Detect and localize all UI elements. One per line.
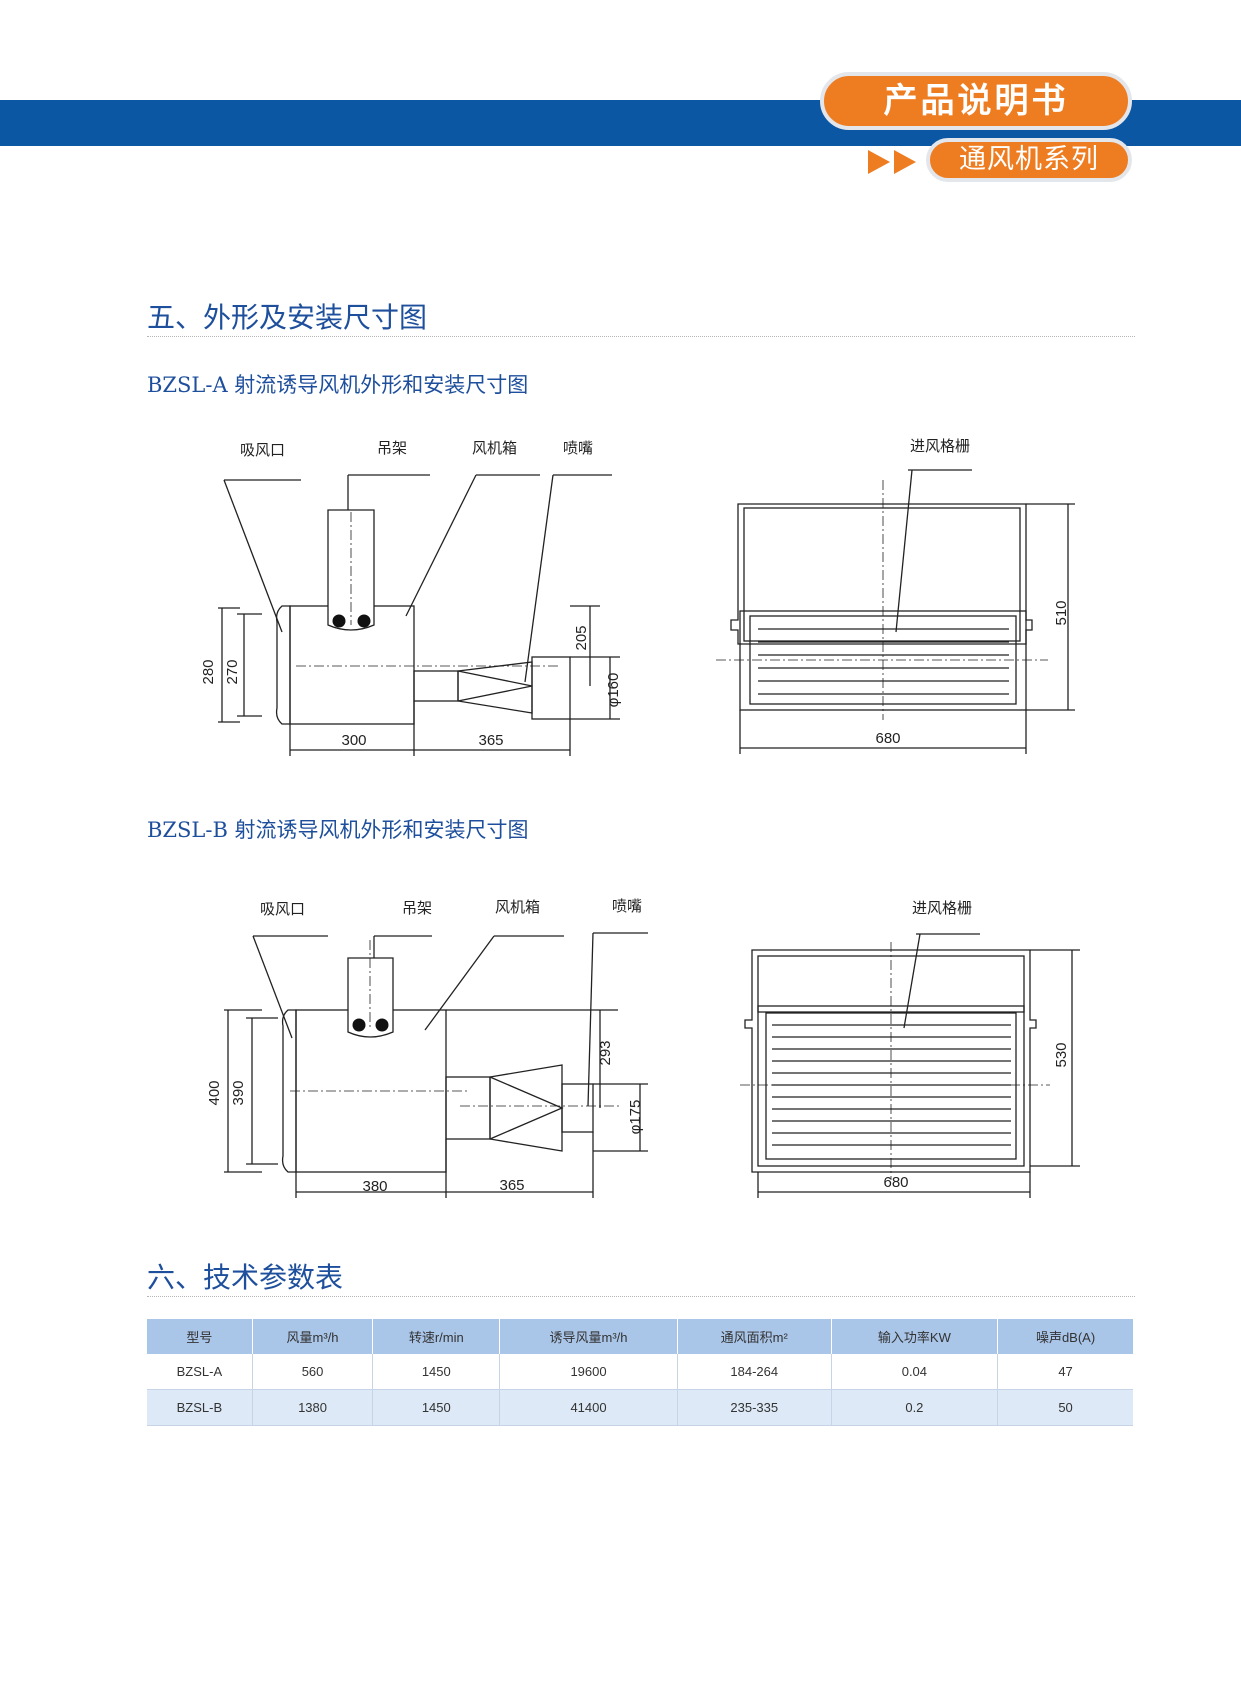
label-fanbox-a: 风机箱 bbox=[472, 440, 517, 457]
double-arrow-icon bbox=[868, 150, 916, 174]
section-heading-dimensions: 五、外形及安装尺寸图 bbox=[147, 301, 428, 334]
dim-grille-height-b: 530 bbox=[1053, 1042, 1070, 1067]
table-cell: 47 bbox=[997, 1354, 1133, 1390]
col-header: 通风面积m² bbox=[677, 1319, 832, 1354]
label-hanger-a: 吊架 bbox=[377, 440, 407, 457]
dim-height-outer-a: 280 bbox=[200, 659, 217, 684]
dim-height-outer-b: 400 bbox=[206, 1080, 223, 1105]
table-cell: 0.04 bbox=[831, 1354, 999, 1390]
label-grille-a: 进风格栅 bbox=[910, 438, 970, 455]
label-nozzle-b: 喷嘴 bbox=[612, 898, 642, 915]
col-header: 转速r/min bbox=[372, 1319, 501, 1354]
doc-subtitle: 通风机系列 bbox=[926, 138, 1132, 182]
dim-grille-width-b: 680 bbox=[883, 1174, 908, 1191]
dim-height-inner-b: 390 bbox=[230, 1080, 247, 1105]
diagram-model-a: 吸风口 吊架 风机箱 喷嘴 进风格栅 280 270 205 φ160 300 … bbox=[200, 438, 1075, 756]
col-header: 输入功率KW bbox=[831, 1319, 999, 1354]
table-row: BZSL-B 1380 1450 41400 235-335 0.2 50 bbox=[147, 1389, 1133, 1426]
table-cell: 1450 bbox=[372, 1354, 501, 1390]
table-cell: 0.2 bbox=[831, 1389, 999, 1426]
caption-model-b: BZSL-B 射流诱导风机外形和安装尺寸图 bbox=[147, 818, 529, 842]
diagram-model-b: 吸风口 吊架 风机箱 喷嘴 进风格栅 400 390 293 φ175 380 … bbox=[206, 898, 1080, 1198]
section-heading-specs: 六、技术参数表 bbox=[147, 1261, 344, 1294]
spec-table: 型号 风量m³/h 转速r/min 诱导风量m³/h 通风面积m² 输入功率KW… bbox=[147, 1319, 1133, 1426]
caption-model-a: BZSL-A 射流诱导风机外形和安装尺寸图 bbox=[147, 373, 529, 397]
label-nozzle-a: 喷嘴 bbox=[563, 440, 593, 457]
table-cell: 1450 bbox=[372, 1389, 501, 1426]
table-cell: 41400 bbox=[499, 1389, 678, 1426]
table-cell: BZSL-A bbox=[147, 1354, 253, 1390]
dim-nozzle-length-b: 365 bbox=[499, 1177, 524, 1194]
dim-nozzle-height-a: 205 bbox=[573, 625, 590, 650]
table-header-row: 型号 风量m³/h 转速r/min 诱导风量m³/h 通风面积m² 输入功率KW… bbox=[147, 1319, 1133, 1354]
table-cell: BZSL-B bbox=[147, 1389, 253, 1426]
doc-title: 产品说明书 bbox=[820, 72, 1132, 130]
table-cell: 50 bbox=[997, 1389, 1133, 1426]
dim-nozzle-height-b: 293 bbox=[597, 1040, 614, 1065]
dim-nozzle-dia-b: φ175 bbox=[627, 1100, 644, 1135]
table-row: BZSL-A 560 1450 19600 184-264 0.04 47 bbox=[147, 1354, 1133, 1390]
col-header: 风量m³/h bbox=[252, 1319, 374, 1354]
dim-nozzle-dia-a: φ160 bbox=[605, 673, 622, 708]
table-cell: 184-264 bbox=[677, 1354, 832, 1390]
section-divider bbox=[147, 1296, 1135, 1297]
table-cell: 19600 bbox=[499, 1354, 678, 1390]
dim-box-length-b: 380 bbox=[362, 1178, 387, 1195]
label-fanbox-b: 风机箱 bbox=[495, 899, 540, 916]
col-header: 型号 bbox=[147, 1319, 253, 1354]
dim-nozzle-length-a: 365 bbox=[478, 732, 503, 749]
label-grille-b: 进风格栅 bbox=[912, 900, 972, 917]
col-header: 诱导风量m³/h bbox=[499, 1319, 678, 1354]
label-hanger-b: 吊架 bbox=[402, 900, 432, 917]
table-cell: 1380 bbox=[252, 1389, 374, 1426]
dim-grille-width-a: 680 bbox=[875, 730, 900, 747]
dim-grille-height-a: 510 bbox=[1053, 600, 1070, 625]
table-cell: 235-335 bbox=[677, 1389, 832, 1426]
label-inlet-a: 吸风口 bbox=[240, 442, 285, 459]
col-header: 噪声dB(A) bbox=[997, 1319, 1133, 1354]
dim-height-inner-a: 270 bbox=[224, 659, 241, 684]
section-divider bbox=[147, 336, 1135, 337]
label-inlet-b: 吸风口 bbox=[260, 901, 305, 918]
table-cell: 560 bbox=[252, 1354, 374, 1390]
dim-box-length-a: 300 bbox=[341, 732, 366, 749]
